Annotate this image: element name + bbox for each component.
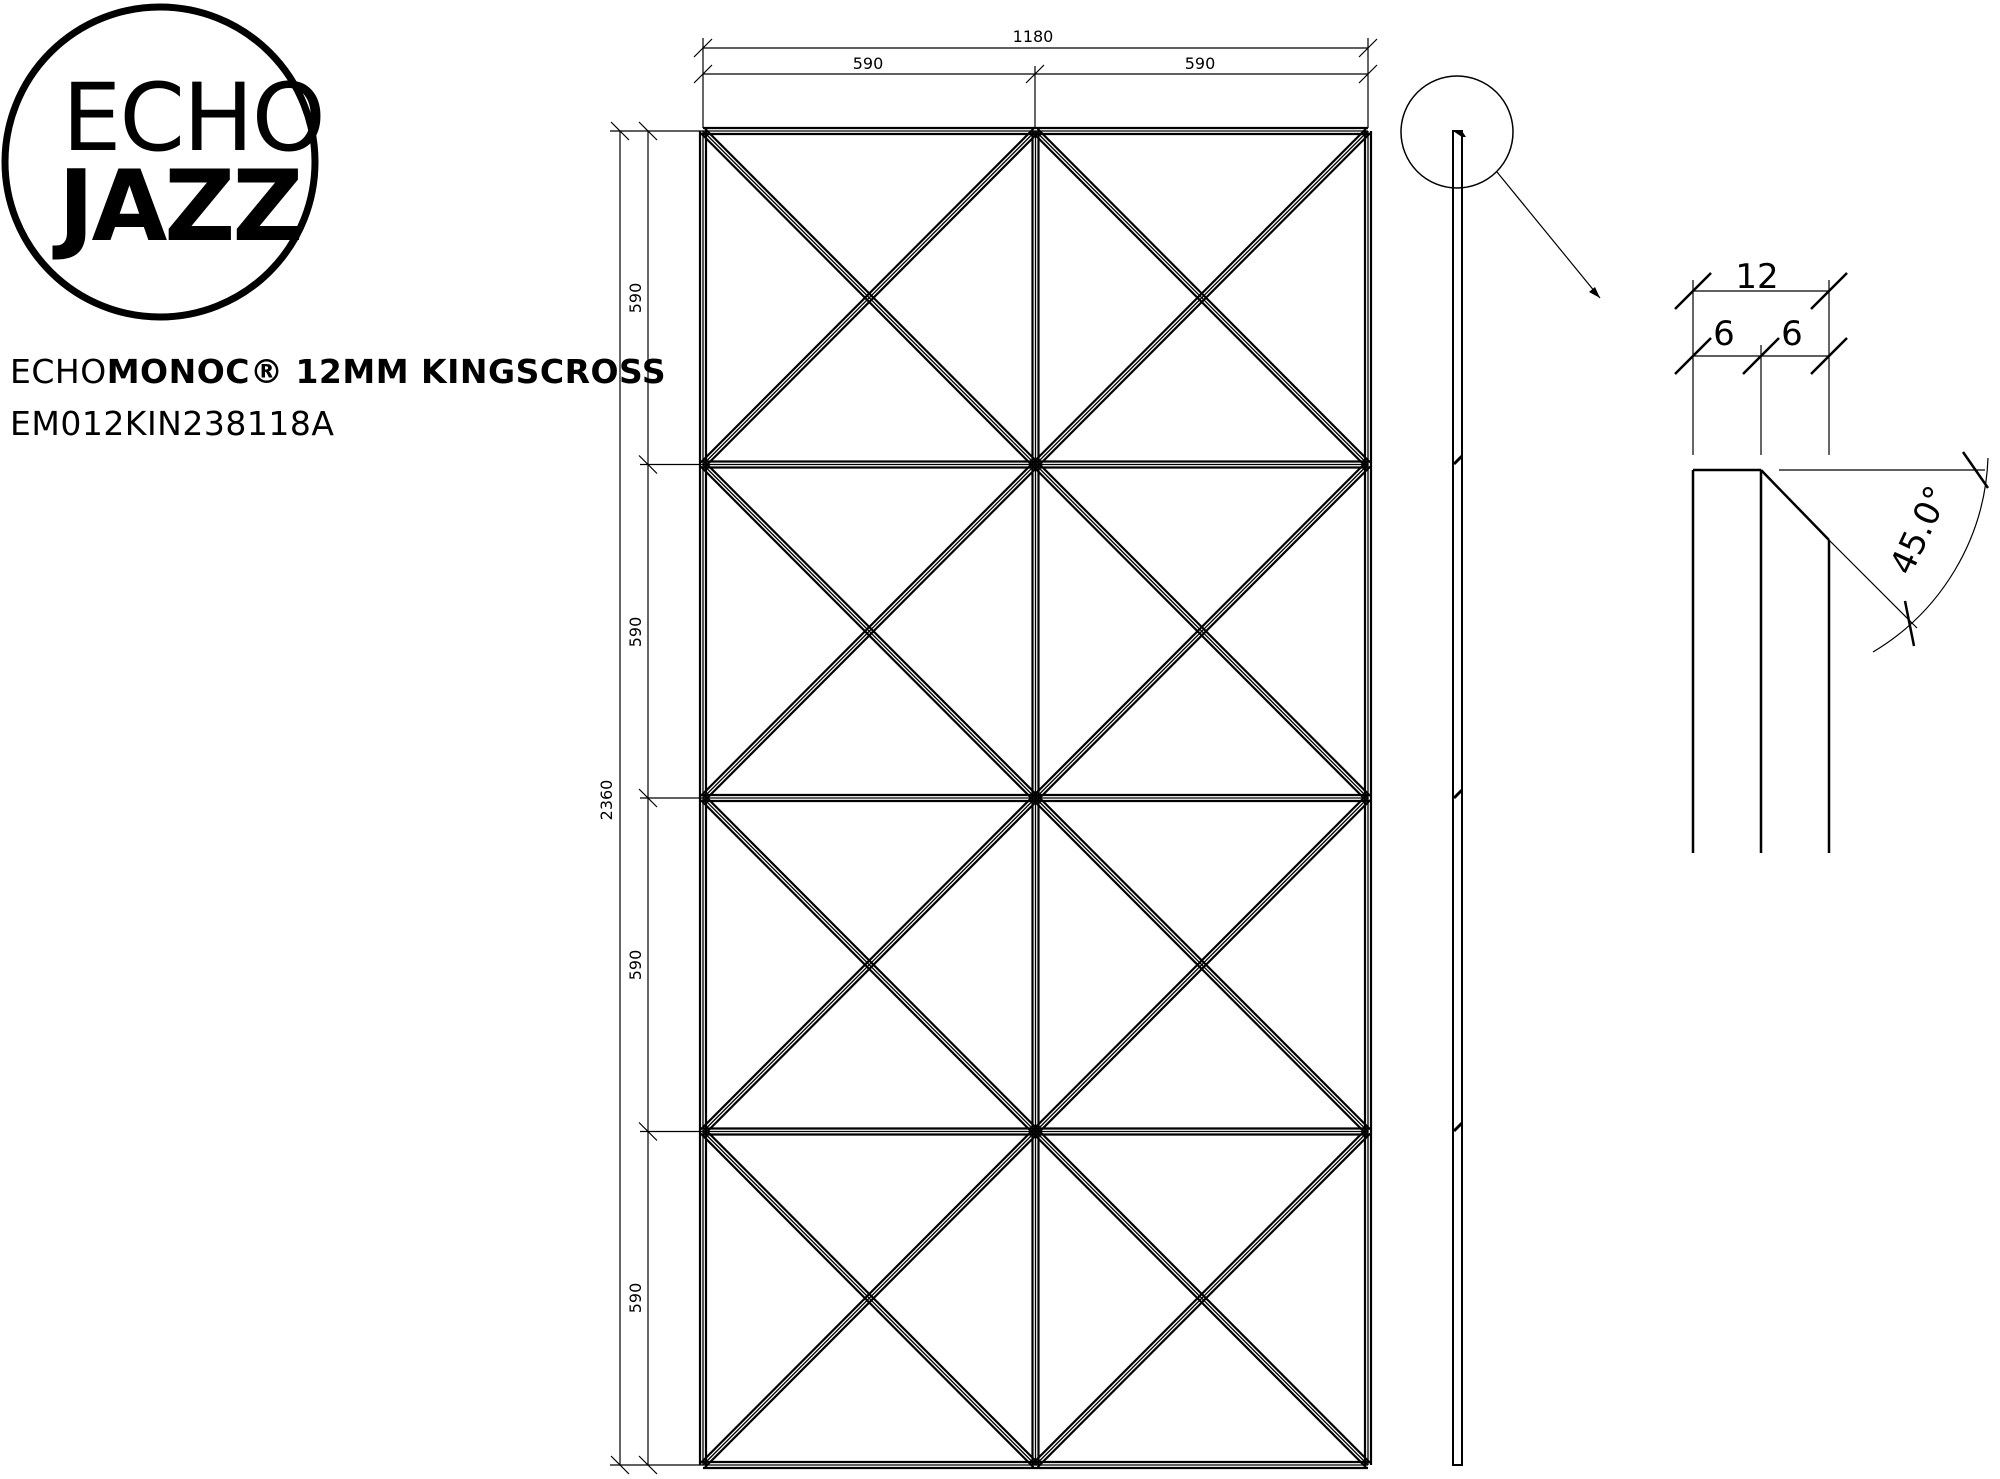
dim-segment-height-4: 590 xyxy=(626,1283,645,1314)
panel-front-view xyxy=(698,126,1373,1470)
panel-diagonal xyxy=(1032,795,1371,1135)
panel-diagonal xyxy=(1032,461,1371,801)
dim-total-width: 1180 xyxy=(1013,27,1054,46)
panel-diagonal xyxy=(1032,1128,1371,1468)
edge-detail: 12 6 6 45.0° xyxy=(1674,257,1990,853)
width-dimensions: 1180 590 590 xyxy=(693,27,1378,128)
height-dimensions: 2360 590 590 590 590 xyxy=(597,121,703,1475)
logo-echo-text: ECHO xyxy=(62,64,324,173)
dim-bevel-angle: 45.0° xyxy=(1882,480,1957,581)
panel-diagonal xyxy=(700,128,1039,468)
dim-total-height: 2360 xyxy=(597,780,616,821)
product-code: EM012KIN238118A xyxy=(10,404,335,443)
detail-callout-circle xyxy=(1400,75,1514,189)
product-name: ECHOMONOC® 12MM KINGSCROSS xyxy=(10,352,666,391)
dim-half-thickness-right: 6 xyxy=(1781,314,1803,354)
dim-segment-height-2: 590 xyxy=(626,617,645,648)
product-name-bold: MONOC® 12MM KINGSCROSS xyxy=(106,352,667,391)
product-name-prefix: ECHO xyxy=(10,352,107,391)
dim-tick xyxy=(638,455,658,474)
panel-diagonal xyxy=(700,795,1039,1135)
dim-tick xyxy=(638,1455,658,1475)
dim-segment-height-1: 590 xyxy=(626,283,645,314)
detail-leader-line xyxy=(1496,171,1601,299)
dim-tick xyxy=(638,121,658,141)
panel-diagonal xyxy=(1032,128,1371,468)
panel-side-view xyxy=(1400,75,1601,1466)
dim-segment-height-3: 590 xyxy=(626,950,645,981)
logo-jazz-text: JAZZ xyxy=(52,150,300,264)
dim-tick xyxy=(638,1122,658,1141)
panel-diagonal xyxy=(700,461,1039,801)
panel-diagonal xyxy=(700,1128,1039,1468)
dim-half-width-left: 590 xyxy=(853,54,884,73)
dim-thickness: 12 xyxy=(1735,257,1778,297)
dim-half-thickness-left: 6 xyxy=(1713,314,1735,354)
dim-half-width-right: 590 xyxy=(1185,54,1216,73)
echojazz-logo: ECHO JAZZ xyxy=(1,3,326,321)
dim-tick xyxy=(638,788,658,808)
